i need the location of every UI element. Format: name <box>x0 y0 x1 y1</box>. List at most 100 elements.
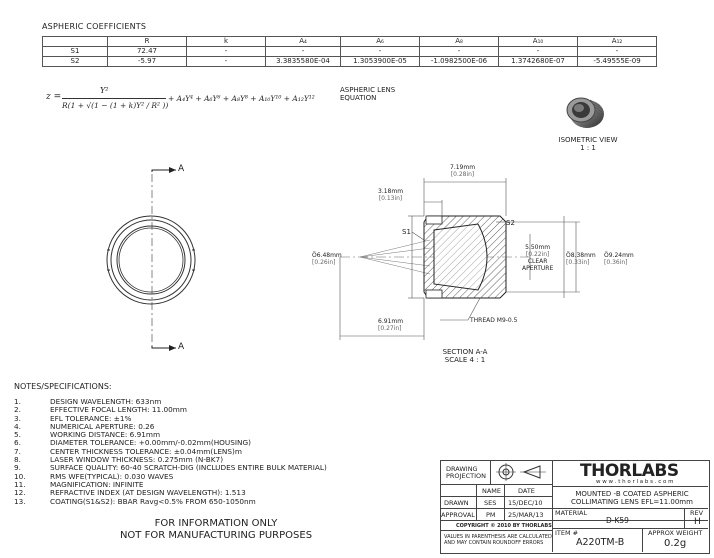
note-text: RMS WFE(TYPICAL): 0.030 WAVES <box>50 471 174 481</box>
table-header-cell: A₁₀ <box>498 36 578 47</box>
table-header-row: R k A₄ A₆ A₈ A₁₀ A₁₂ <box>42 36 657 47</box>
note-text: EFFECTIVE FOCAL LENGTH: 11.00mm <box>50 405 188 415</box>
disclaimer-line: VALUES IN PARENTHESIS ARE CALCULATED <box>444 534 552 540</box>
dim-outer-diameter-mm: Ö6.48mm <box>312 252 342 259</box>
approval-date: 25/MAR/13 <box>508 511 544 519</box>
dim-working-distance: 6.91mm [0.27in] <box>378 318 403 332</box>
front-view-drawing <box>106 167 196 351</box>
title-block <box>440 460 710 554</box>
section-mark-bottom: A <box>178 342 185 352</box>
item-value: A220TM-B <box>576 537 625 548</box>
list-item: 10.RMS WFE(TYPICAL): 0.030 WAVES <box>14 471 344 481</box>
note-text: WORKING DISTANCE: 6.91mm <box>50 430 161 440</box>
table-cell: 1.3053900E-05 <box>340 56 420 67</box>
note-text: DIAMETER TOLERANCE: +0.00mm/-0.02mm(HOUS… <box>50 438 252 448</box>
part-description-line: MOUNTED -B COATED ASPHERIC <box>575 490 689 498</box>
dim-diameter-2: Ö8.38mm [0.33in] <box>566 252 596 266</box>
note-number: 6. <box>14 438 21 448</box>
dim-aperture-in: [0.22in] <box>525 251 550 258</box>
weight-value: 0.2g <box>664 538 687 549</box>
list-item: 2.EFFECTIVE FOCAL LENGTH: 11.00mm <box>14 405 344 415</box>
col-date: DATE <box>518 487 535 495</box>
list-item: 3. EFL TOLERANCE: ±1% <box>14 413 344 423</box>
note-number: 11. <box>14 479 26 489</box>
drawing-projection-label: DRAWING PROJECTION <box>446 466 486 480</box>
note-number: 4. <box>14 421 21 431</box>
drawn-date: 15/DEC/10 <box>508 499 543 507</box>
section-view-label-line: SCALE 4 : 1 <box>444 356 486 364</box>
table-cell: 72.47 <box>107 46 187 57</box>
table-row: S1 72.47 - - - - - - <box>42 46 657 57</box>
table-cell: -1.0982500E-06 <box>419 56 499 67</box>
notes-list: 1. DESIGN WAVELENGTH: 633nm 2.EFFECTIVE F… <box>14 397 344 506</box>
table-header-cell: A₄ <box>265 36 341 47</box>
drawing-projection-line: DRAWING <box>446 465 478 473</box>
dim-outer-diameter: Ö6.48mm [0.26in] <box>312 252 342 266</box>
dim-outer-diameter-in: [0.26in] <box>312 259 336 266</box>
note-number: 8. <box>14 455 21 465</box>
dim-aperture-mm: 5.50mm <box>525 244 551 251</box>
rev-value: H <box>694 517 701 527</box>
disclaimer-line: AND MAY CONTAIN ROUNDOFF ERRORS <box>444 540 544 546</box>
dim-diameter-3-in: [0.36in] <box>604 259 628 266</box>
note-number: 5. <box>14 430 21 440</box>
rev-label: REV <box>690 509 704 517</box>
note-text: EFL TOLERANCE: ±1% <box>50 413 132 423</box>
part-description-line: COLLIMATING LENS EFL=11.00mm <box>571 498 693 506</box>
clear-aperture-label: CLEAR <box>527 258 548 265</box>
note-text: NUMERICAL APERTURE: 0.26 <box>50 421 155 431</box>
note-text: REFRACTIVE INDEX (AT DESIGN WAVELENGTH):… <box>50 488 246 498</box>
table-cell: - <box>340 46 420 57</box>
website: w w w . t h o r l a b s . c o m <box>596 479 674 485</box>
approval-name: PM <box>486 511 496 519</box>
note-number: 1. <box>14 397 21 406</box>
label-s2: S2 <box>506 219 515 227</box>
info-line: NOT FOR MANUFACTURING PURPOSES <box>119 530 313 541</box>
projection-symbol-icon <box>496 463 546 481</box>
dim-working-distance-in: [0.27in] <box>378 325 402 332</box>
isometric-label: ISOMETRIC VIEW 1 : 1 <box>548 136 628 152</box>
list-item: 11. MAGNIFICATION: INFINITE <box>14 479 344 489</box>
item-label: ITEM # <box>555 529 579 537</box>
table-header-cell <box>42 36 108 47</box>
coefficients-title: ASPHERIC COEFFICIENTS <box>42 22 147 31</box>
dim-clear-aperture: 5.50mm [0.22in] CLEAR APERTURE <box>522 244 553 272</box>
dim-flange-in: [0.13in] <box>378 195 403 202</box>
thorlabs-logo: THORLABS <box>580 461 679 481</box>
notes-title: NOTES/SPECIFICATIONS: <box>14 382 112 391</box>
drawn-name: SES <box>484 499 497 507</box>
note-text: COATING(S1&S2): BBAR Ravg<0.5% FROM 650-… <box>50 496 256 506</box>
list-item: 7.CENTER THICKNESS TOLERANCE: ±0.04mm(LE… <box>14 446 344 456</box>
dim-length: 7.19mm [0.28in] <box>450 164 475 178</box>
note-text: CENTER THICKNESS TOLERANCE: ±0.04mm(LENS… <box>50 446 242 456</box>
thread-label: THREAD M9-0.5 <box>470 317 518 324</box>
equation-denominator: R(1 + √(1 − (1 + k)Y² / R² )) <box>62 101 169 110</box>
section-view-label-line: SECTION A-A <box>442 348 488 356</box>
note-number: 12. <box>14 488 26 498</box>
clear-aperture-label: APERTURE <box>522 265 554 272</box>
table-header-cell: A₁₂ <box>577 36 657 47</box>
drawing-projection-line: PROJECTION <box>446 472 486 480</box>
row-approval: APPROVAL <box>441 511 475 519</box>
table-cell: 1.3742680E-07 <box>498 56 578 67</box>
dim-working-distance-mm: 6.91mm <box>378 318 404 325</box>
table-cell: 3.3835580E-04 <box>265 56 341 67</box>
material-value: D-K59 <box>606 516 629 525</box>
table-cell: S2 <box>42 56 108 67</box>
note-number: 9. <box>14 463 21 473</box>
note-text: SURFACE QUALITY: 60-40 SCRATCH-DIG (INCL… <box>50 463 327 473</box>
dim-diameter-3-mm: Ö9.24mm <box>604 252 634 259</box>
dim-diameter-2-in: [0.33in] <box>566 259 590 266</box>
equation-fraction-bar <box>62 98 166 99</box>
table-row: S2 -5.97 - 3.3835580E-04 1.3053900E-05 -… <box>42 56 657 67</box>
equation-lhs: z = <box>46 92 62 102</box>
dim-length-in: [0.28in] <box>450 171 475 178</box>
coefficients-table: R k A₄ A₆ A₈ A₁₀ A₁₂ S1 72.47 - - - - - … <box>42 36 657 67</box>
isometric-label-line: 1 : 1 <box>580 144 596 152</box>
weight-label: APPROX WEIGHT <box>648 529 703 537</box>
col-name: NAME <box>482 487 502 495</box>
equation-caption: ASPHERIC LENS EQUATION <box>340 86 395 102</box>
note-text: MAGNIFICATION: INFINITE <box>50 479 144 489</box>
note-text: DESIGN WAVELENGTH: 633nm <box>50 397 162 406</box>
note-number: 3. <box>14 413 21 423</box>
